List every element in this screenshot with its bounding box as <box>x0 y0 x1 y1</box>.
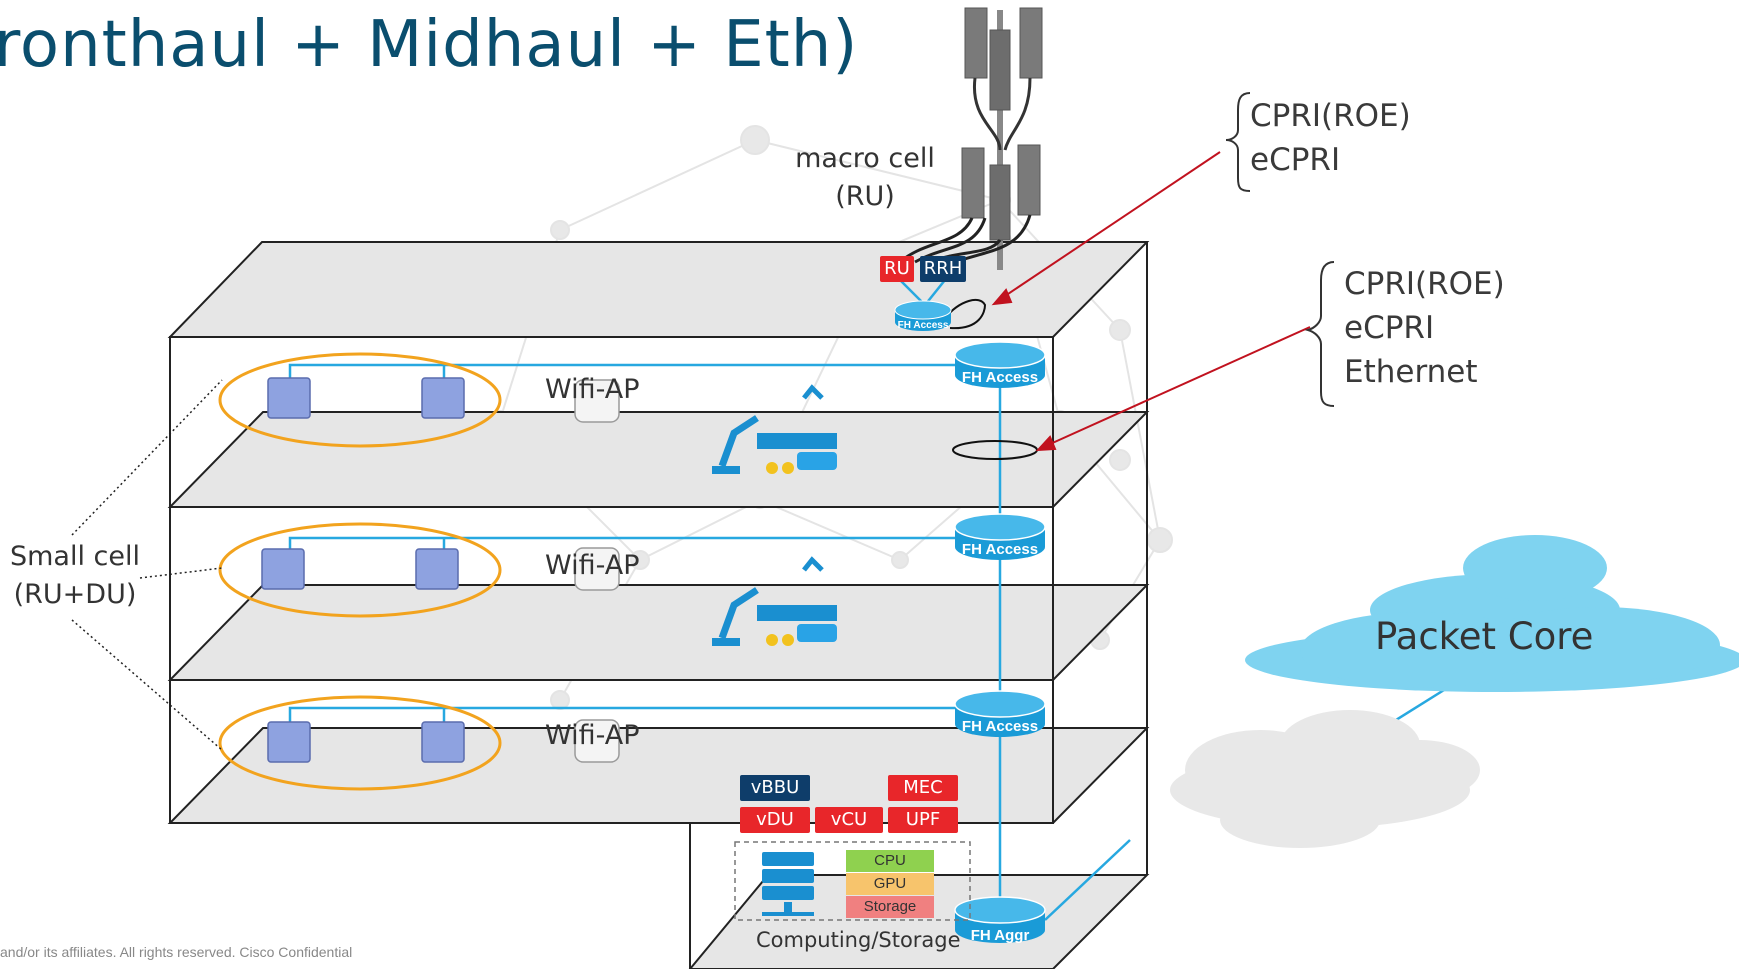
gpu-block: GPU <box>846 873 934 895</box>
router-label: FH Access <box>962 369 1038 386</box>
page-title: ronthaul + Midhaul + Eth) <box>0 8 859 82</box>
small-cell-group-floor-2 <box>218 522 502 618</box>
macro-cell-label: macro cell (RU) <box>785 140 945 216</box>
router-fh-access-floor-1: FH Access <box>954 690 1046 737</box>
small-cell-units <box>261 377 465 763</box>
protocol-item: CPRI(ROE) <box>1344 266 1505 302</box>
vdu-tag: vDU <box>740 807 810 833</box>
protocol-item: Ethernet <box>1344 354 1478 390</box>
wifi-ap-icon <box>574 547 620 591</box>
annotation-arrows <box>991 151 1311 452</box>
router-label: FH Access <box>962 718 1038 735</box>
rrh-tag: RRH <box>920 256 966 282</box>
compute-box <box>734 841 971 921</box>
macro-cell-tower <box>899 7 1043 270</box>
wifi-ap-label-floor-3: Wifi-AP <box>545 374 640 405</box>
cpu-block: CPU <box>846 850 934 872</box>
small-cell-pointers <box>71 379 223 751</box>
router-fh-access-floor-3: FH Access <box>954 341 1046 388</box>
ru-tag: RU <box>880 256 914 282</box>
braces <box>1225 92 1335 407</box>
vbbu-tag: vBBU <box>740 775 810 801</box>
small-cell-unit <box>415 548 459 590</box>
vcu-tag: vCU <box>815 807 883 833</box>
computing-storage-label: Computing/Storage <box>756 928 961 952</box>
protocol-item: CPRI(ROE) <box>1250 98 1411 134</box>
wifi-ap-label-floor-1: Wifi-AP <box>545 720 640 751</box>
wifi-ap-icon <box>574 719 620 763</box>
small-cell-unit <box>261 548 305 590</box>
macro-cell-label-line2: (RU) <box>835 181 895 212</box>
mec-tag: MEC <box>888 775 958 801</box>
small-cell-group-floor-3 <box>218 352 502 448</box>
small-cell-group-floor-1 <box>218 695 502 791</box>
small-cell-unit <box>267 377 311 419</box>
router-label: FH Access <box>962 541 1038 558</box>
factory-robot-icon <box>712 384 837 474</box>
small-cell-label-line1: Small cell <box>9 541 141 572</box>
packet-core-cloud <box>1245 535 1739 692</box>
small-cell-label: Small cell (RU+DU) <box>0 538 150 614</box>
protocol-item: eCPRI <box>1250 142 1341 178</box>
router-fh-access-floor-2: FH Access <box>954 513 1046 560</box>
small-cell-label-line2: (RU+DU) <box>13 579 137 610</box>
router-label: FH Aggr <box>971 927 1030 944</box>
storage-block: Storage <box>846 896 934 918</box>
factory-robot-icon <box>712 556 837 646</box>
wifi-access-points <box>574 379 620 763</box>
footer-text: and/or its affiliates. All rights reserv… <box>0 944 353 960</box>
router-label: FH Access <box>898 320 949 331</box>
macro-cell-label-line1: macro cell <box>795 143 935 174</box>
small-cell-unit <box>267 721 311 763</box>
small-cell-unit <box>421 377 465 419</box>
wifi-ap-icon <box>574 379 620 423</box>
server-icon <box>762 852 814 916</box>
mid-protocol-list: CPRI(ROE) eCPRI Ethernet <box>1344 262 1505 394</box>
wifi-ap-label-floor-2: Wifi-AP <box>545 550 640 581</box>
packet-core-label: Packet Core <box>1375 615 1594 658</box>
small-cell-unit <box>421 721 465 763</box>
router-fh-access-small: FH Access <box>894 300 952 331</box>
floor-1-box <box>169 679 1054 824</box>
top-protocol-list: CPRI(ROE) eCPRI <box>1250 94 1411 182</box>
protocol-item: eCPRI <box>1344 310 1435 346</box>
router-fh-aggr: FH Aggr <box>954 896 1046 944</box>
small-cell-groups <box>218 352 502 791</box>
access-cloud <box>1170 710 1480 848</box>
upf-tag: UPF <box>888 807 958 833</box>
